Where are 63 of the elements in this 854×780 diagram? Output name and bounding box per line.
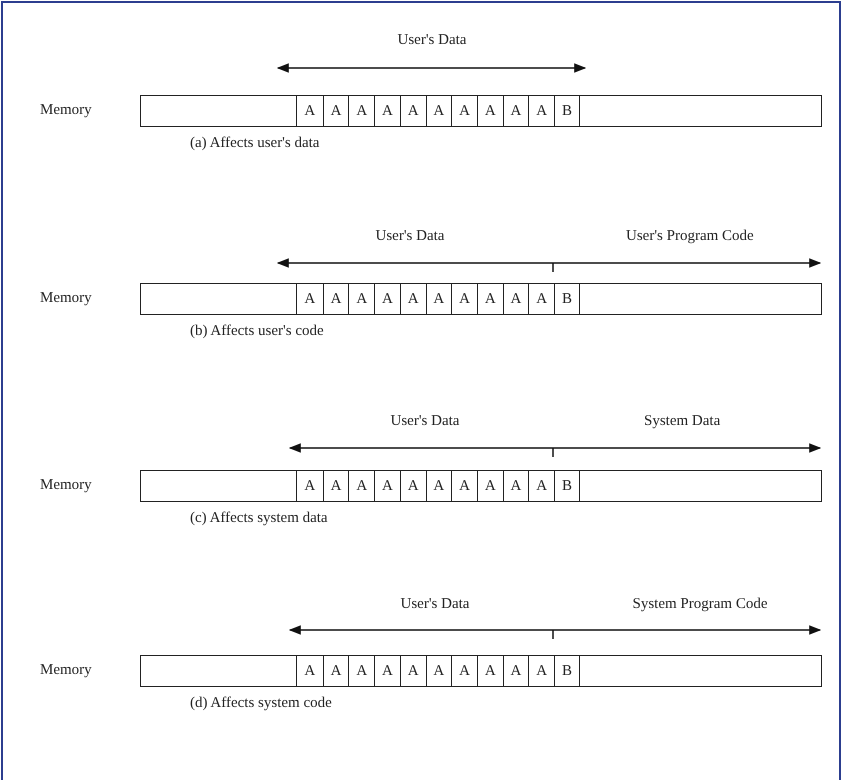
dimension-label: User's Data [390,413,460,430]
memory-cell: A [297,656,323,686]
memory-cell: A [502,284,528,314]
dimension-label: User's Program Code [626,228,754,245]
memory-cell: A [476,471,503,501]
memory-cell: A [451,656,477,686]
caption: (c) Affects system data [190,510,328,527]
memory-cell: A [502,656,528,686]
memory-cell: A [476,656,503,686]
memory-cell: B [554,284,579,314]
memory-cell: A [451,284,477,314]
dimension-label: System Program Code [632,596,768,613]
memory-cell: A [502,471,528,501]
memory-cell: A [528,471,554,501]
caption: (d) Affects system code [190,695,332,712]
memory-cell: A [426,471,452,501]
memory-cell: A [297,284,323,314]
memory-cell: A [426,96,452,126]
memory-cell: A [528,284,554,314]
memory-cell: A [348,96,374,126]
dimension-label: System Data [644,413,720,430]
dimension-label: User's Data [400,596,470,613]
memory-cell: A [476,284,503,314]
memory-cell: A [502,96,528,126]
memory-cell: A [348,284,374,314]
memory-cell: A [374,284,400,314]
memory-cell: A [476,96,503,126]
memory-bar [140,655,822,687]
dimension-label: User's Data [376,228,444,245]
row-label: Memory [40,477,92,494]
memory-cell: A [400,656,426,686]
memory-cell: A [348,656,374,686]
memory-bar [140,283,822,315]
memory-cell: A [322,471,348,501]
memory-cell: B [554,656,579,686]
memory-cell: A [426,284,452,314]
memory-cell: A [400,284,426,314]
memory-cell: B [554,471,579,501]
memory-cell: A [400,96,426,126]
memory-cell: A [322,284,348,314]
memory-cell: A [374,96,400,126]
memory-cell: B [554,96,579,126]
memory-cell: A [451,471,477,501]
memory-bar [140,470,822,502]
caption: (b) Affects user's code [190,323,324,340]
memory-cell: A [528,96,554,126]
row-label: Memory [40,102,92,119]
caption: (a) Affects user's data [190,135,320,152]
row-label: Memory [40,290,92,307]
memory-cell: A [374,471,400,501]
memory-cell: A [400,471,426,501]
dimension-label: User's Data [398,32,466,49]
memory-cell: A [297,96,323,126]
memory-bar [140,95,822,127]
memory-cell: A [348,471,374,501]
memory-cell: A [297,471,323,501]
memory-cell: A [322,656,348,686]
row-label: Memory [40,662,92,679]
memory-cell: A [322,96,348,126]
memory-cell: A [374,656,400,686]
memory-cell: A [451,96,477,126]
memory-cell: A [426,656,452,686]
memory-cell: A [528,656,554,686]
